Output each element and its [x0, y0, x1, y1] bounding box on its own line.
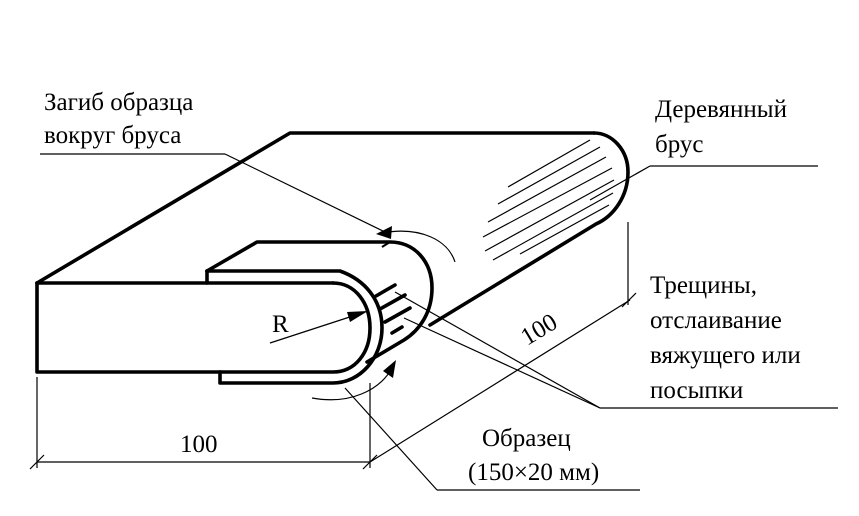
label-bend-line1: Загиб образца: [44, 89, 193, 116]
label-cracks-line2: отслаивание: [650, 307, 782, 334]
label-cracks-line4: посыпки: [650, 377, 743, 404]
leader-lines: [40, 153, 838, 491]
label-bend-line2: вокруг бруса: [44, 122, 181, 149]
label-dim-width: 100: [180, 431, 218, 458]
label-radius: R: [272, 311, 289, 338]
bend-arrows: [311, 226, 456, 401]
label-beam-line2: брус: [655, 131, 704, 158]
label-sample-line2: (150×20 мм): [468, 459, 599, 486]
label-dim-length: 100: [516, 309, 562, 351]
label-cracks-line1: Трещины,: [650, 272, 757, 299]
label-beam-line1: Деревянный: [655, 96, 787, 123]
label-sample-line1: Образец: [482, 425, 571, 452]
label-cracks-line3: вяжущего или: [650, 342, 801, 369]
radius-marker: [269, 311, 368, 344]
dimension-lines: [29, 222, 637, 470]
sample-strip: [205, 240, 434, 385]
wooden-beam: [35, 131, 630, 374]
